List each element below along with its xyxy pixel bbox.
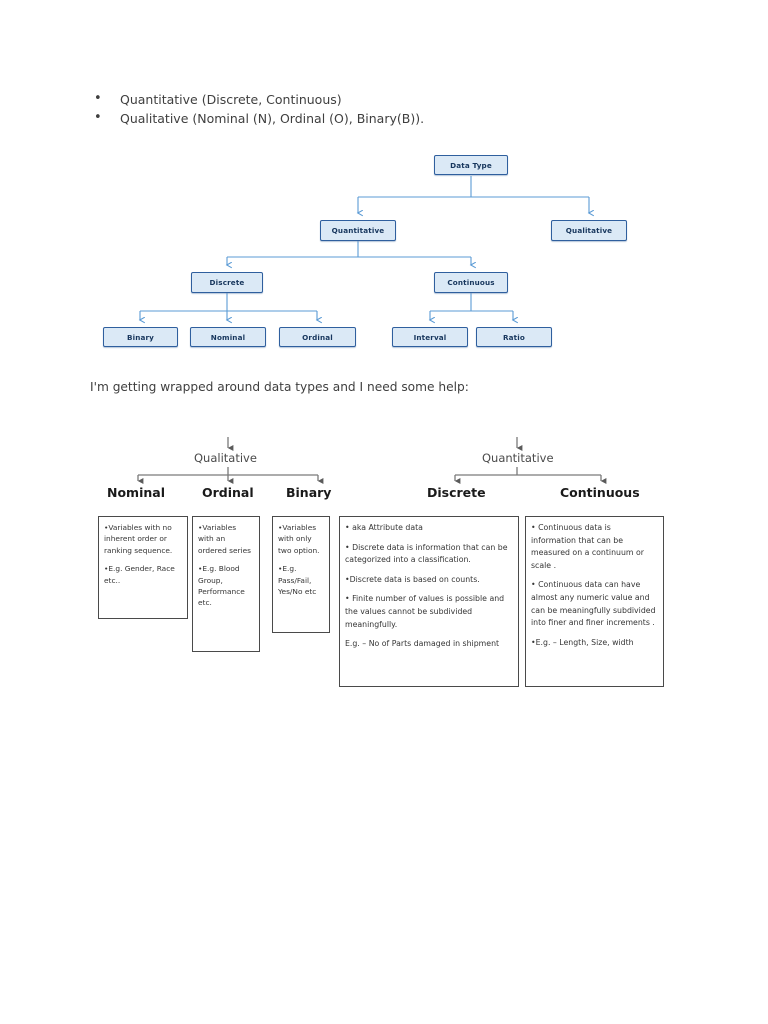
chart-heading-ordinal: Ordinal (202, 485, 254, 500)
chart-label-quantitative: Quantitative (482, 451, 554, 465)
flow-node-data-type[interactable]: Data Type (434, 155, 508, 175)
chart-box-binary-line-1: •Variables with only two option. (278, 523, 320, 555)
chart-box-continuous: • Continuous data is information that ca… (525, 516, 664, 687)
flow-node-quantitative[interactable]: Quantitative (320, 220, 396, 241)
chart-heading-discrete: Discrete (427, 485, 486, 500)
chart-box-nominal-line-1: •Variables with no inherent order or ran… (104, 523, 173, 555)
chart-heading-nominal: Nominal (107, 485, 165, 500)
chart-box-ordinal-line-1: •Variables with an ordered series (198, 523, 252, 555)
flow-node-ordinal[interactable]: Ordinal (279, 327, 356, 347)
chart-box-ordinal-line-2: •E.g. Blood Group, Performance etc. (198, 564, 245, 608)
bullet-item-quantitative: Quantitative (Discrete, Continuous) (88, 89, 648, 109)
flow-node-ratio[interactable]: Ratio (476, 327, 552, 347)
chart-box-nominal: •Variables with no inherent order or ran… (98, 516, 188, 619)
flow-node-binary[interactable]: Binary (103, 327, 178, 347)
chart-box-discrete-line-4: • Finite number of values is possible an… (345, 594, 505, 629)
chart-box-binary-line-2: •E.g. Pass/Fail, Yes/No etc (278, 564, 317, 597)
chart-box-discrete-line-3: •Discrete data is based on counts. (345, 574, 480, 584)
bullet-list: Quantitative (Discrete, Continuous) Qual… (88, 89, 648, 128)
chart-box-nominal-line-2: •E.g. Gender, Race etc.. (104, 564, 175, 585)
chart-box-continuous-line-2: • Continuous data can have almost any nu… (531, 580, 656, 628)
chart-box-continuous-line-3: •E.g. – Length, Size, width (531, 637, 634, 647)
chart-box-discrete: • aka Attribute data • Discrete data is … (339, 516, 519, 687)
flow-node-nominal[interactable]: Nominal (190, 327, 266, 347)
chart-box-continuous-line-1: • Continuous data is information that ca… (531, 523, 644, 570)
chart-box-discrete-line-5: E.g. – No of Parts damaged in shipment (345, 639, 500, 649)
flow-node-interval[interactable]: Interval (392, 327, 468, 347)
chart-box-ordinal: •Variables with an ordered series •E.g. … (192, 516, 260, 652)
chart-box-discrete-line-1: • aka Attribute data (345, 523, 423, 532)
page-paragraph: I'm getting wrapped around data types an… (90, 380, 469, 394)
flow-node-qualitative[interactable]: Qualitative (551, 220, 627, 241)
chart-box-binary: •Variables with only two option. •E.g. P… (272, 516, 330, 633)
flow-node-continuous[interactable]: Continuous (434, 272, 508, 293)
chart-label-qualitative: Qualitative (194, 451, 257, 465)
chart-box-discrete-line-2: • Discrete data is information that can … (345, 542, 508, 565)
flow-node-discrete[interactable]: Discrete (191, 272, 263, 293)
chart-heading-binary: Binary (286, 485, 332, 500)
chart-heading-continuous: Continuous (560, 485, 640, 500)
bullet-item-qualitative: Qualitative (Nominal (N), Ordinal (O), B… (88, 108, 648, 128)
